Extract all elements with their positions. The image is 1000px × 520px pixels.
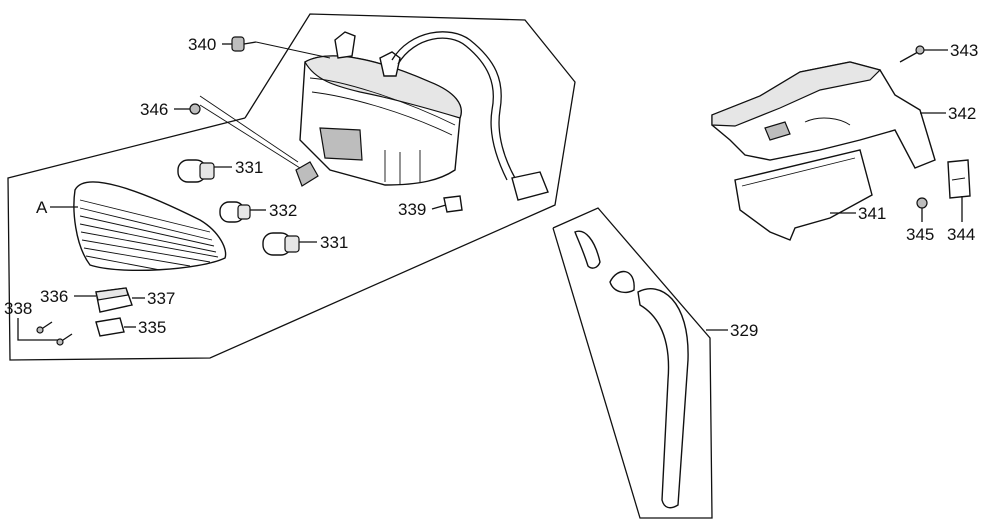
socket-335 xyxy=(95,317,125,337)
nut-345 xyxy=(916,197,928,209)
license-bracket-342 xyxy=(711,61,936,169)
screw-343 xyxy=(899,45,925,63)
label-343: 343 xyxy=(950,41,978,60)
label-331-upper: 331 xyxy=(235,158,263,177)
bulb-331-lower xyxy=(262,232,300,256)
label-346: 346 xyxy=(140,100,168,119)
bulb-331-upper xyxy=(177,159,215,183)
taillight-lens-a xyxy=(73,181,227,271)
part-labels: 340 346 331 332 331 A 339 336 337 338 33… xyxy=(4,35,978,340)
label-344: 344 xyxy=(947,225,975,244)
label-337: 337 xyxy=(147,289,175,308)
reflector-344 xyxy=(947,159,971,199)
label-a: A xyxy=(36,198,48,217)
label-335: 335 xyxy=(138,318,166,337)
label-345: 345 xyxy=(906,225,934,244)
bulb-332 xyxy=(219,201,251,223)
socket-336-337 xyxy=(95,287,133,313)
label-338: 338 xyxy=(4,299,32,318)
clip-339 xyxy=(443,195,463,213)
label-332: 332 xyxy=(269,201,297,220)
taillight-housing xyxy=(295,31,549,201)
leader-lines xyxy=(17,43,963,341)
seal-frame-329 xyxy=(552,207,713,519)
rear-fender-341 xyxy=(734,149,873,241)
label-341: 341 xyxy=(858,204,886,223)
nut-346 xyxy=(189,103,201,115)
label-339: 339 xyxy=(398,200,426,219)
label-331-lower: 331 xyxy=(320,233,348,252)
label-329: 329 xyxy=(730,321,758,340)
taillight-assembly-frame xyxy=(7,13,576,361)
label-342: 342 xyxy=(948,104,976,123)
label-340: 340 xyxy=(188,35,216,54)
assembly-guide-lines xyxy=(199,41,331,169)
label-336: 336 xyxy=(40,287,68,306)
screw-340 xyxy=(231,36,257,52)
screws-338 xyxy=(36,321,73,346)
